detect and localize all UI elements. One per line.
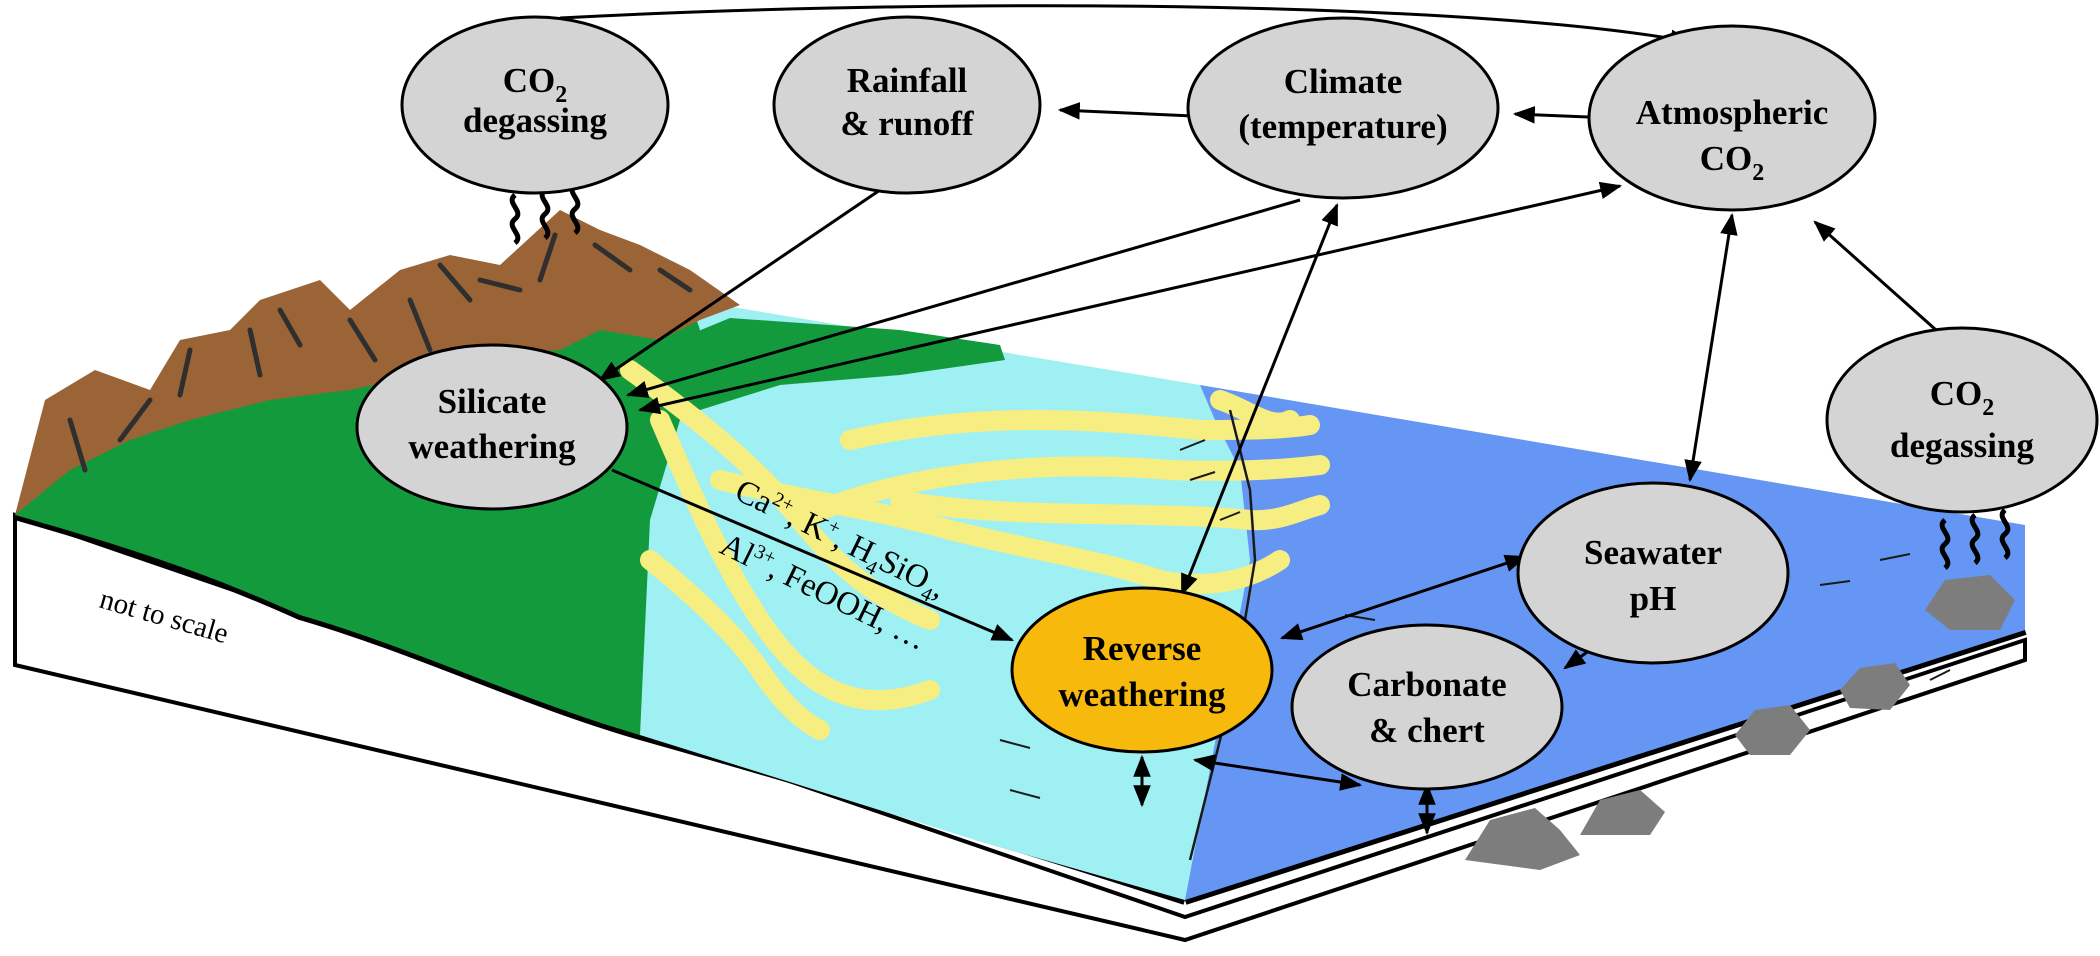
double-arrow-icon [1180,202,1339,597]
node-label: & chert [1369,711,1485,750]
squiggle-icon [509,183,581,245]
node-label: CO [1930,374,1983,413]
node-label: & runoff [840,104,974,143]
node-rainfall-runoff: Rainfall & runoff [772,15,1042,195]
node-label: degassing [463,101,607,140]
node-co2-degassing-left: CO2 degassing [400,15,670,195]
node-reverse-weathering: Reverse weathering [1010,586,1274,754]
node-label: weathering [1058,675,1226,714]
svg-text:CO2: CO2 [1930,374,1995,421]
node-subscript: 2 [555,82,567,108]
node-label: Reverse [1083,629,1202,668]
node-atmospheric-co2: Atmospheric CO2 [1587,24,1877,212]
svg-text:CO2: CO2 [503,61,568,108]
node-co2-degassing-right: CO2 degassing [1825,326,2099,514]
node-label: Climate [1284,62,1403,101]
arrow-icon [1512,106,1589,124]
node-label: Silicate [438,382,547,421]
arrow-icon [559,4,1693,47]
mountain-range [15,210,740,515]
arrow-icon [611,468,1015,642]
double-arrow-icon [1684,212,1738,483]
arrow-icon [1813,220,1946,340]
node-label: Seawater [1584,533,1722,572]
node-subscript: 2 [1752,160,1764,186]
mountain-ridges [67,232,693,473]
node-seawater-ph: Seawater pH [1516,481,1790,665]
node-subscript: 2 [1982,395,1994,421]
node-label: Atmospheric [1636,93,1828,132]
node-label: degassing [1890,426,2034,465]
node-label: pH [1630,579,1677,618]
node-label: (temperature) [1238,107,1447,146]
node-label: Rainfall [847,61,968,100]
node-climate-temperature: Climate (temperature) [1186,16,1500,200]
arrows [559,4,1946,836]
node-label: weathering [408,427,576,466]
svg-text:CO2: CO2 [1700,139,1765,186]
node-silicate-weathering: Silicate weathering [355,343,629,511]
double-arrow-icon [637,181,1623,415]
double-arrow-icon [1192,754,1363,791]
node-label: CO [503,61,556,100]
squiggle-icon [1939,508,2011,570]
block-cross-section [13,512,2027,943]
double-arrow-icon [1279,554,1528,641]
node-label: Carbonate [1347,665,1506,704]
node-label: CO [1700,139,1753,178]
node-carbonate-chert: Carbonate & chert [1290,623,1564,791]
seafloor-rocks [1465,575,2015,870]
